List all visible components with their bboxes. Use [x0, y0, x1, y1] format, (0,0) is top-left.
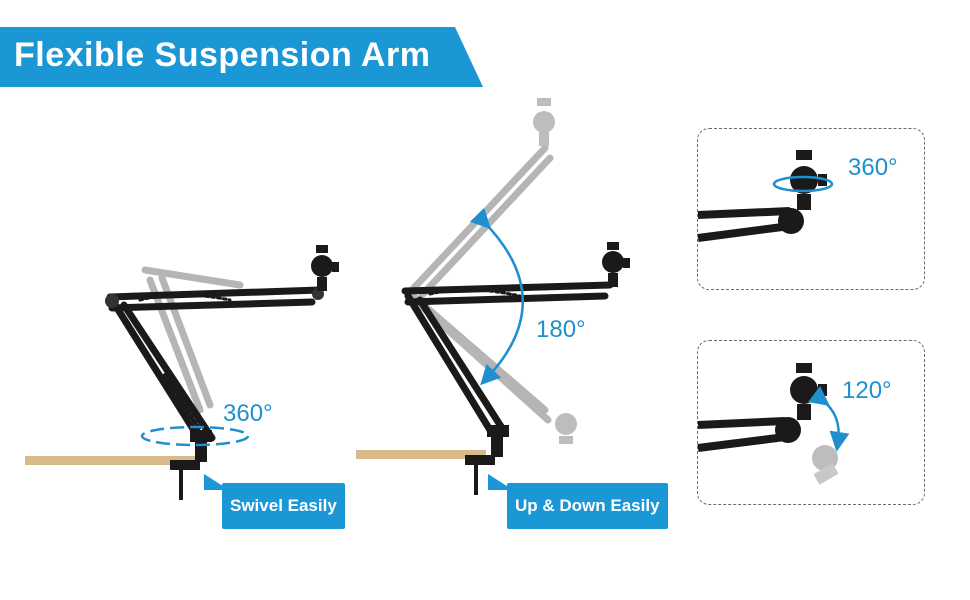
- middle-ball-head: [602, 242, 630, 287]
- middle-updown-arrow: [469, 207, 524, 386]
- middle-caption: Up & Down Easily: [507, 483, 668, 529]
- middle-clamp: [465, 425, 509, 495]
- left-desk-edge: [25, 456, 200, 465]
- middle-desk-edge: [356, 450, 486, 459]
- inset-top-rotation-label: 360°: [848, 154, 898, 181]
- left-ball-head: [311, 245, 339, 291]
- inset-bottom-content: [697, 363, 850, 485]
- middle-caption-notch: [488, 474, 510, 490]
- page-title: Flexible Suspension Arm: [14, 36, 431, 74]
- inset-top-content: [697, 150, 834, 242]
- left-caption-notch: [204, 474, 226, 490]
- left-caption: Swivel Easily: [222, 483, 345, 529]
- left-swivel-arrow: [140, 425, 250, 447]
- inset-bottom-rotation-label: 120°: [842, 377, 892, 404]
- inset-bottom-frame: [697, 340, 925, 505]
- middle-rotation-label: 180°: [536, 316, 586, 343]
- banner-shape: [0, 27, 483, 87]
- left-arm-ghost: [141, 266, 244, 414]
- left-rotation-label: 360°: [223, 400, 273, 427]
- inset-top-frame: [697, 128, 925, 290]
- middle-arm: [401, 281, 614, 434]
- left-clamp: [170, 430, 212, 500]
- title-banner: Flexible Suspension Arm: [0, 27, 483, 87]
- left-arm: [106, 286, 324, 444]
- middle-ghost-heads: [533, 98, 577, 444]
